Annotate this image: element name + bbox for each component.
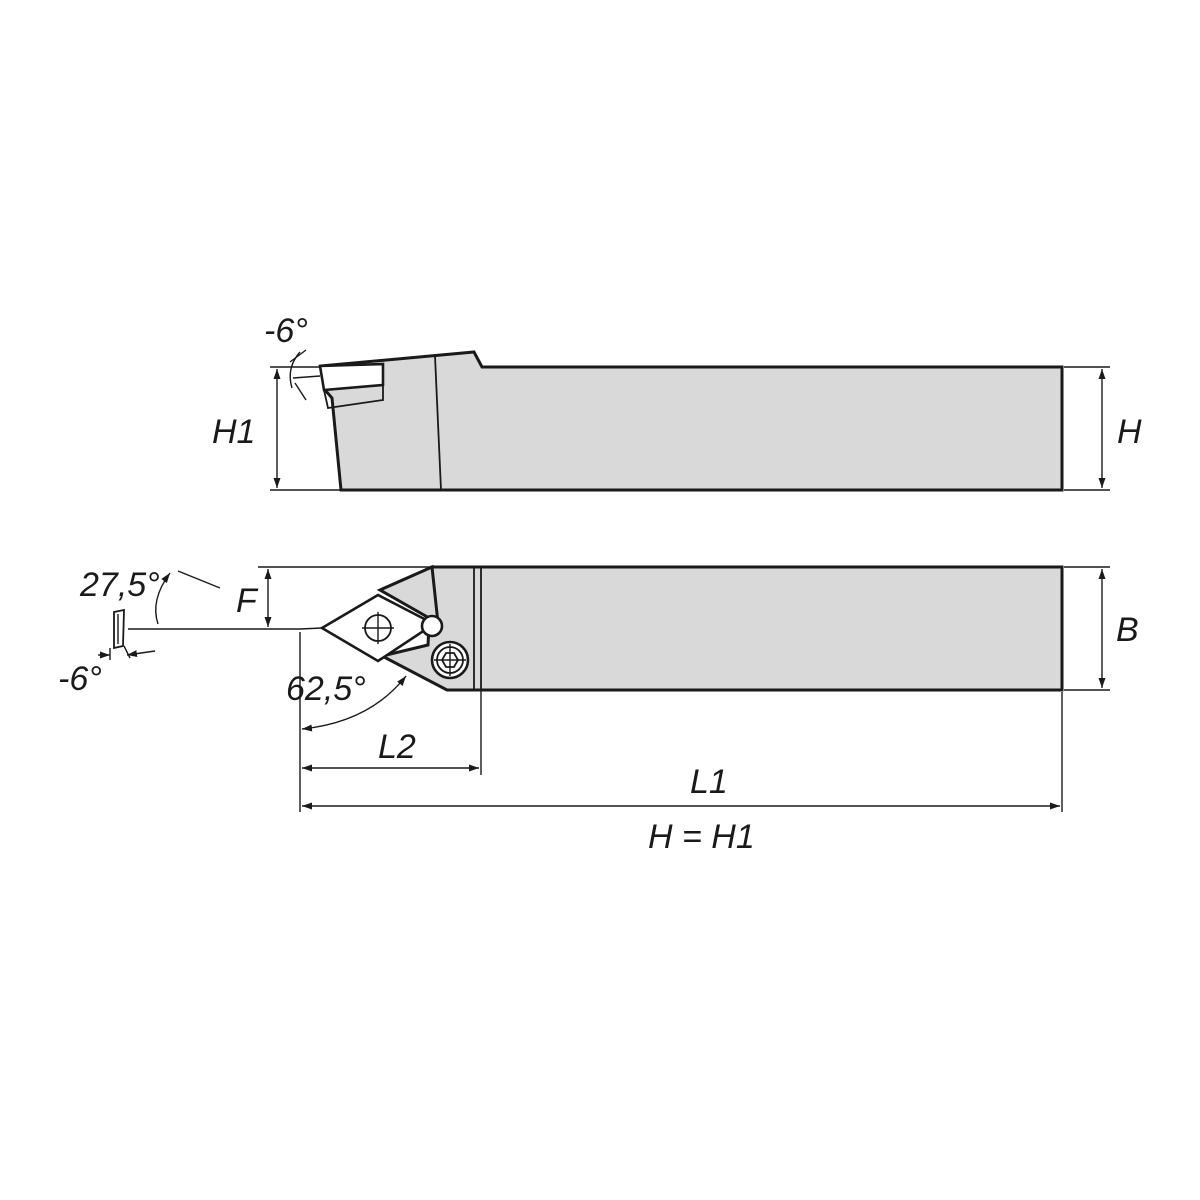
hex-socket-screw-icon [430, 640, 470, 680]
l1-dimension-label: L1 [690, 763, 728, 801]
top-view: F B 27,5° -6° 62,5° [58, 564, 1139, 812]
l2-dimension-label: L2 [378, 728, 416, 766]
side-view-head-line [434, 355, 442, 491]
side-rake-arc [289, 351, 301, 389]
approach-angle-label: 27,5° [79, 566, 160, 604]
side-view-shank [319, 350, 1064, 492]
top-view-head-pocket [376, 564, 440, 626]
length-dimensions: L2 L1 H = H1 [302, 690, 1063, 856]
lead-angle-label: 62,5° [286, 670, 366, 708]
side-view: -6° H1 H [212, 312, 1142, 492]
clearance-angle-label: -6° [58, 660, 102, 698]
h1-dimension-label: H1 [212, 413, 255, 451]
height-equality-note: H = H1 [648, 818, 755, 856]
top-view-shank [377, 565, 1064, 692]
crosshair-circle-icon [362, 612, 394, 644]
f-dimension-label: F [236, 582, 259, 620]
h-dimension-label: H [1117, 413, 1142, 451]
side-view-insert-seat [318, 362, 385, 392]
insert-pin [420, 614, 444, 638]
side-rake-angle-label: -6° [264, 312, 308, 350]
side-view-shim [323, 385, 384, 410]
b-dimension-label: B [1116, 611, 1139, 649]
clearance-profile-section [98, 608, 156, 660]
